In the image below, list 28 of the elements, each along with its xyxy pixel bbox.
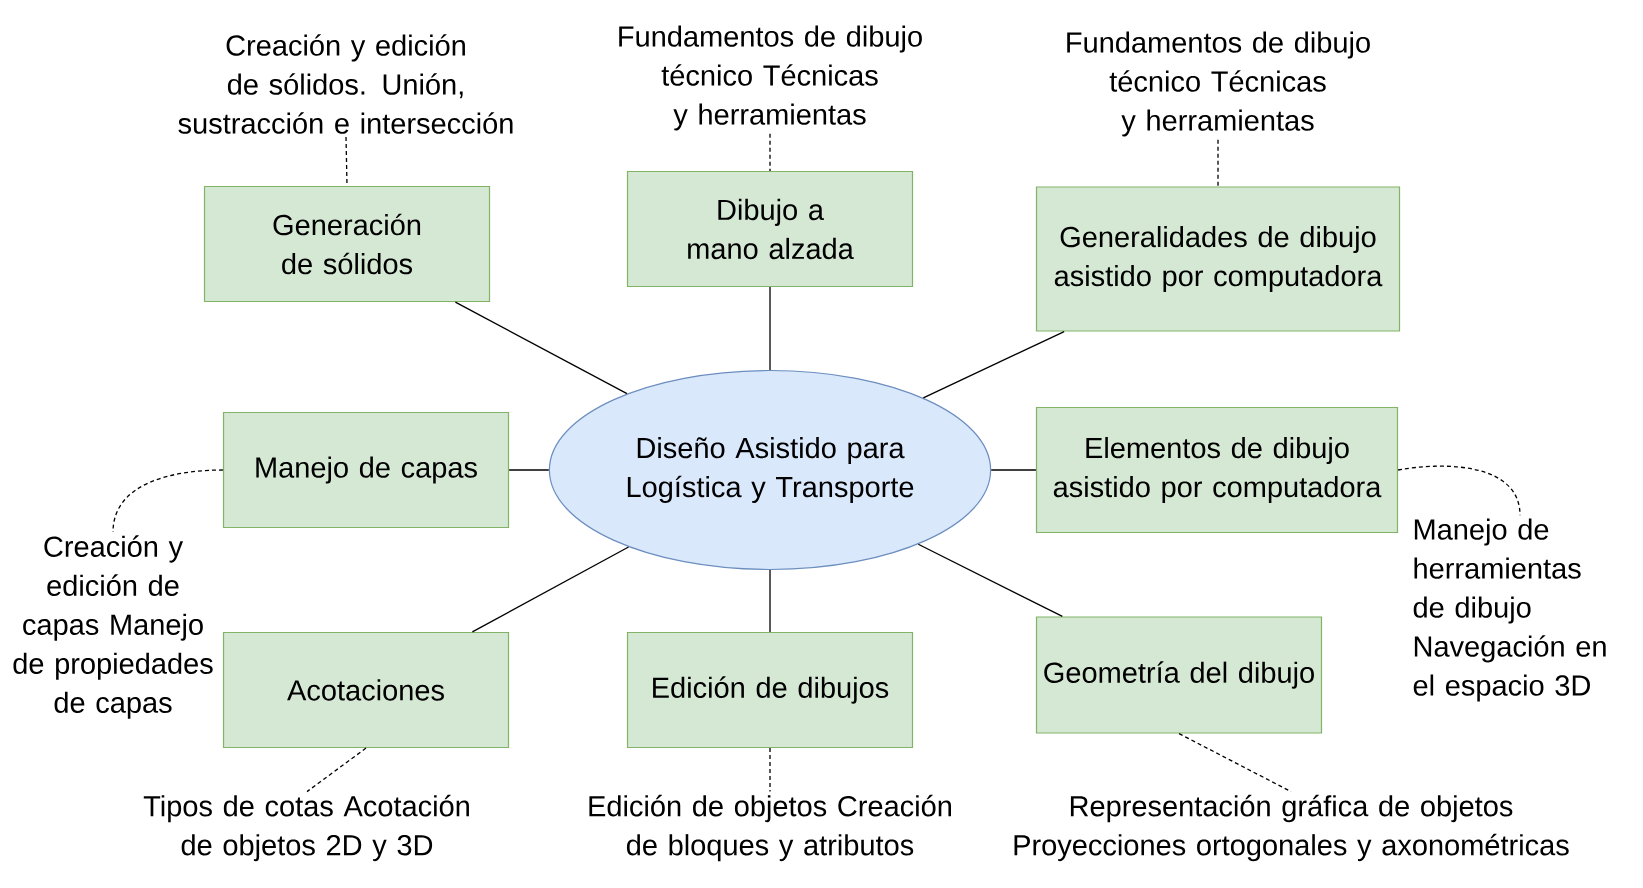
connector: [769, 133, 771, 172]
topic-box: Geometría del dibujo: [1035, 616, 1323, 734]
connector: [1217, 139, 1219, 188]
connector: [769, 569, 771, 633]
topic-box: Elementos de dibujo asistido por computadora: [1035, 406, 1399, 534]
note-text: Manejo de herramientas de dibujo Navegación en el espacio 3D: [1413, 518, 1606, 702]
connector: [508, 469, 550, 471]
topic-box: Generación de sólidos: [203, 185, 491, 303]
connector: [769, 286, 771, 371]
topic-box: Acotaciones: [222, 631, 510, 749]
note-text: Tipos de cotas Acotación de objetos 2D y 3D: [143, 794, 469, 862]
note-text: Fundamentos de dibujo técnico Técnicas y herramientas: [1067, 31, 1370, 137]
topic-box: Manejo de capas: [222, 411, 510, 529]
note-text: Edición de objetos Creación de bloques y atributos: [589, 794, 951, 862]
topic-box: Generalidades de dibujo asistido por computadora: [1035, 186, 1401, 332]
topic-box: Dibujo a mano alzada: [626, 170, 914, 288]
connector: [769, 747, 771, 793]
note-text: Creación y edición de sólidos. Unión, sustracción e intersección: [178, 34, 513, 134]
note-text: Representación gráfica de objetos Proyecciones ortogonales y axonométricas: [1014, 794, 1569, 862]
topic-box: Edición de dibujos: [626, 631, 914, 749]
note-text: Fundamentos de dibujo técnico Técnicas y herramientas: [619, 25, 922, 131]
connector: [471, 546, 630, 633]
connector: [306, 747, 367, 793]
connector: [990, 469, 1037, 471]
connector: [922, 330, 1065, 399]
connector: [454, 301, 628, 395]
note-text: Creación y edición de capas Manejo de propiedades de capas: [13, 535, 213, 719]
connector: [917, 543, 1063, 618]
